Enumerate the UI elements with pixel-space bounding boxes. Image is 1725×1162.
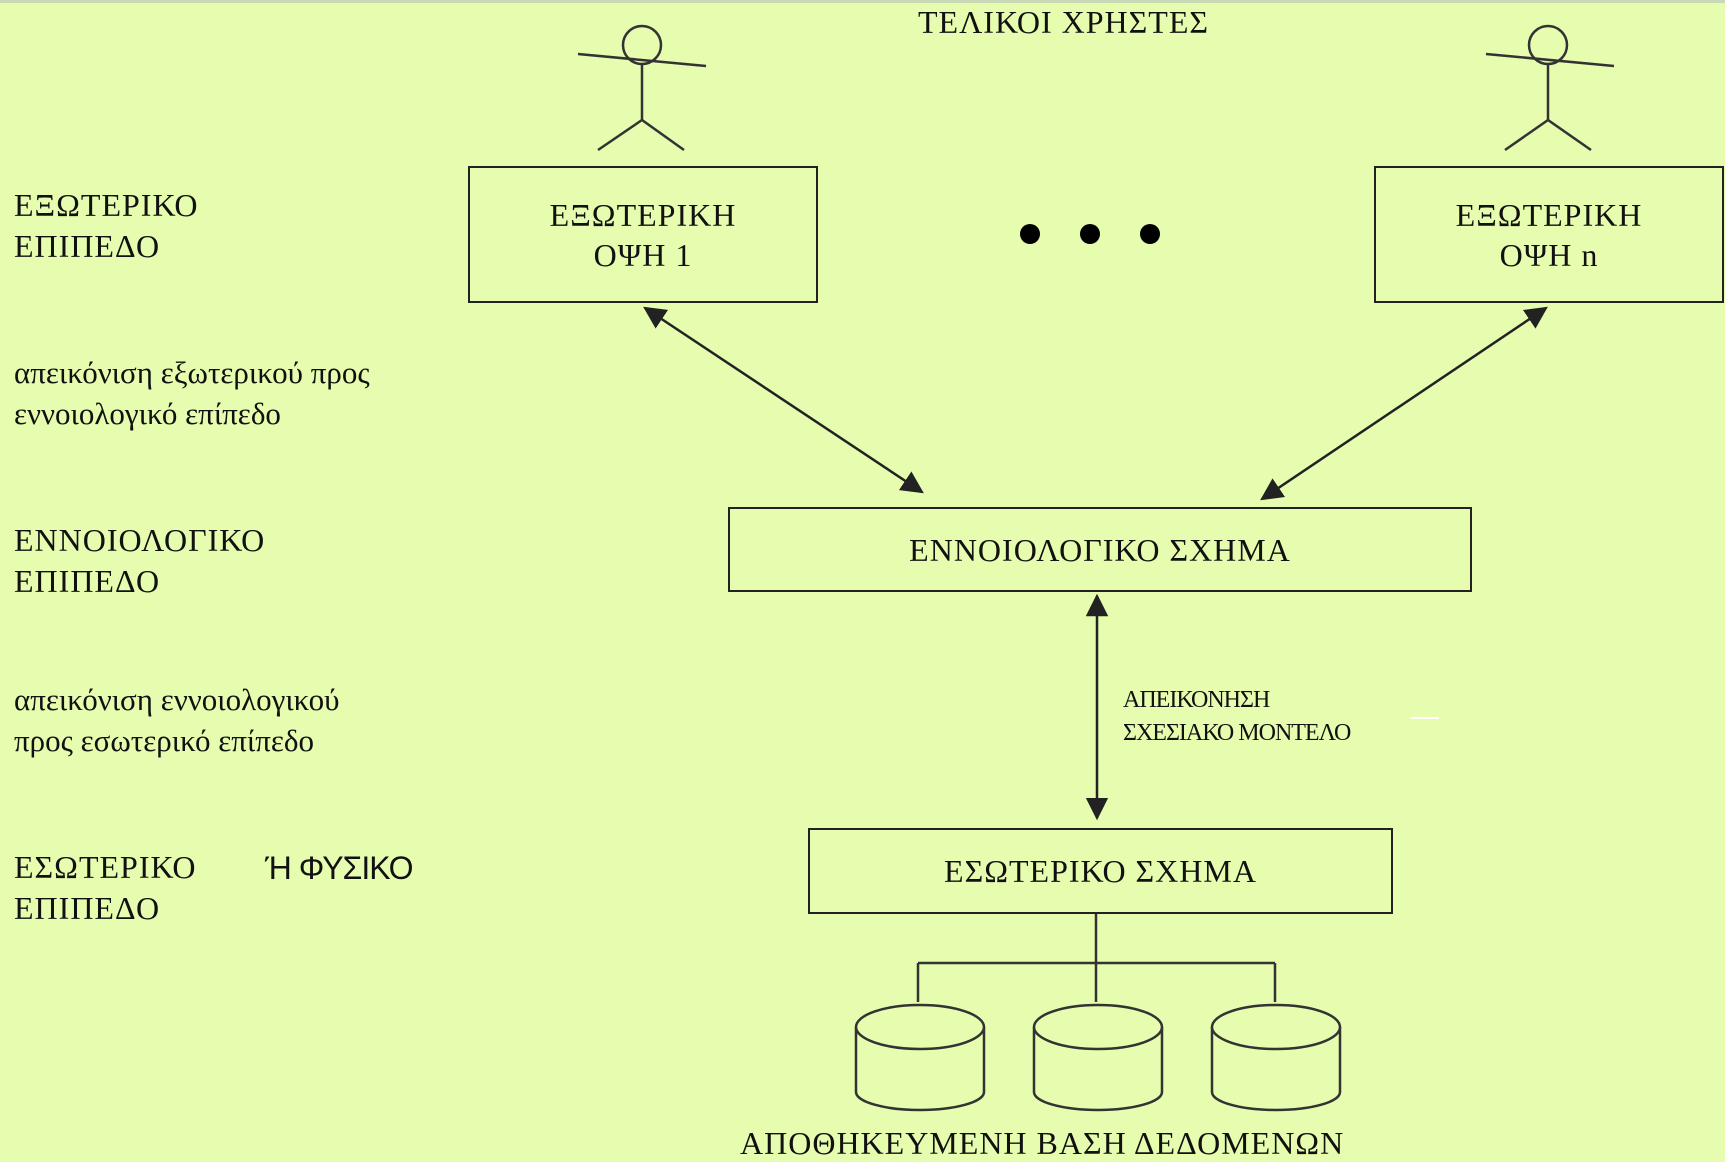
user-figure-left bbox=[577, 24, 707, 152]
mapping-2-line-1: απεικόνιση εννοιολογικού bbox=[14, 682, 340, 717]
external-view-n-box: ΕΞΩΤΕΡΙΚΗ ΟΨΗ n bbox=[1374, 166, 1724, 303]
database-cylinder-1 bbox=[854, 1003, 986, 1112]
dot-2 bbox=[1080, 224, 1100, 244]
top-border bbox=[0, 0, 1725, 3]
mapping-1-line-2: εννοιολογικό επίπεδο bbox=[14, 396, 281, 431]
external-view-1-line-1: ΕΞΩΤΕΡΙΚΗ bbox=[549, 196, 737, 233]
physical-level-suffix: Ή ΦΥΣΙΚΟ bbox=[265, 850, 413, 886]
storage-connectors bbox=[916, 913, 1277, 1002]
internal-level-label: ΕΣΩΤΕΡΙΚΟ ΕΠΙΠΕΔΟ bbox=[14, 847, 197, 929]
external-view-n-line-2: ΟΨΗ n bbox=[1499, 236, 1599, 273]
conceptual-level-line-1: ΕΝΝΟΙΟΛΟΓΙΚΟ bbox=[14, 522, 266, 558]
database-cylinder-3 bbox=[1210, 1003, 1342, 1112]
dot-1 bbox=[1020, 224, 1040, 244]
dot-3 bbox=[1140, 224, 1160, 244]
mapping-note-line-2: ΣΧΕΣΙΑΚΟ ΜΟΝΤΕΛΟ bbox=[1123, 720, 1351, 746]
external-level-label: ΕΞΩΤΕΡΙΚΟ ΕΠΙΠΕΔΟ bbox=[14, 185, 198, 267]
mapping-1-line-1: απεικόνιση εξωτερικού προς bbox=[14, 355, 370, 390]
external-view-n-line-1: ΕΞΩΤΕΡΙΚΗ bbox=[1455, 196, 1643, 233]
arrow-viewn-conceptual bbox=[1260, 306, 1548, 501]
external-view-1-box: ΕΞΩΤΕΡΙΚΗ ΟΨΗ 1 bbox=[468, 166, 818, 303]
stored-database-caption: ΑΠΟΘΗΚΕΥΜΕΝΗ ΒΑΣΗ ΔΕΔΟΜΕΝΩΝ bbox=[740, 1125, 1345, 1161]
conceptual-level-label: ΕΝΝΟΙΟΛΟΓΙΚΟ ΕΠΙΠΕΔΟ bbox=[14, 520, 265, 602]
external-level-line-2: ΕΠΙΠΕΔΟ bbox=[14, 228, 161, 264]
end-users-title: ΤΕΛΙΚΟΙ ΧΡΗΣΤΕΣ bbox=[918, 4, 1209, 40]
relational-mapping-note: ΑΠΕΙΚΟΝΗΣΗ ΣΧΕΣΙΑΚΟ ΜΟΝΤΕΛΟ bbox=[1123, 684, 1351, 750]
conceptual-level-line-2: ΕΠΙΠΕΔΟ bbox=[14, 563, 161, 599]
external-level-line-1: ΕΞΩΤΕΡΙΚΟ bbox=[14, 187, 199, 223]
internal-schema-box: ΕΣΩΤΕΡΙΚΟ ΣΧΗΜΑ bbox=[808, 828, 1393, 914]
mapping-2-line-2: προς εσωτερικό επίπεδο bbox=[14, 723, 315, 758]
conceptual-schema-box: ΕΝΝΟΙΟΛΟΓΙΚΟ ΣΧΗΜΑ bbox=[728, 507, 1472, 592]
internal-level-line-1: ΕΣΩΤΕΡΙΚΟ bbox=[14, 849, 197, 885]
external-conceptual-mapping-label: απεικόνιση εξωτερικού προς εννοιολογικό … bbox=[14, 352, 370, 434]
arrow-view1-conceptual bbox=[643, 306, 924, 494]
user-figure-right bbox=[1485, 24, 1615, 152]
external-view-1-line-2: ΟΨΗ 1 bbox=[593, 236, 693, 273]
database-cylinder-2 bbox=[1032, 1003, 1164, 1112]
white-dash-mark bbox=[1411, 717, 1439, 719]
ellipsis-dots bbox=[1020, 224, 1160, 244]
mapping-note-line-1: ΑΠΕΙΚΟΝΗΣΗ bbox=[1123, 687, 1270, 713]
internal-level-line-2: ΕΠΙΠΕΔΟ bbox=[14, 890, 161, 926]
conceptual-internal-mapping-label: απεικόνιση εννοιολογικού προς εσωτερικό … bbox=[14, 679, 339, 761]
